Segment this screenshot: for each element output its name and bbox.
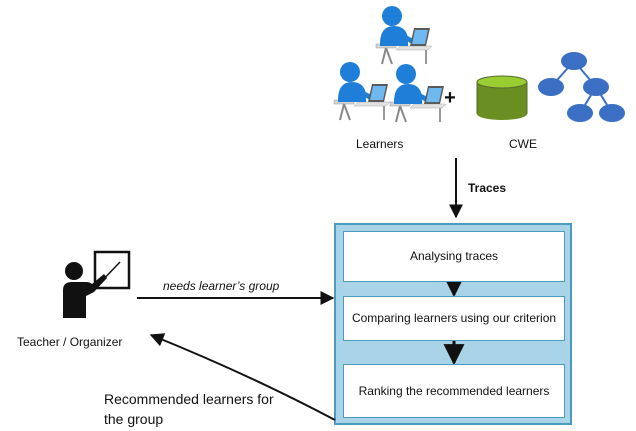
step-label: Comparing learners using our criterion [351,311,557,325]
learners-group [334,6,446,122]
learner-icon [390,64,446,122]
result-label: Recommended learners for the group [104,391,274,427]
learner-icon [376,6,432,64]
request-label: needs learner’s group [163,279,280,293]
traces-label: Traces [468,181,507,195]
tree-structure-icon [538,52,625,122]
step-analysing-traces: Analysing traces [343,231,565,282]
step-label: Analysing traces [409,249,499,263]
teacher-label: Teacher / Organizer [17,335,123,349]
step-label: Ranking the recommended learners [358,383,550,398]
cwe-label: CWE [509,137,537,151]
result-arrow [149,333,336,421]
learner-icon [334,62,390,120]
step-comparing-learners: Comparing learners using our criterion [343,296,565,341]
plus-sign: + [444,87,456,109]
database-icon [476,75,528,120]
teacher-at-board-icon [63,250,131,318]
step-ranking-learners: Ranking the recommended learners [343,364,565,418]
learners-label: Learners [356,137,404,151]
